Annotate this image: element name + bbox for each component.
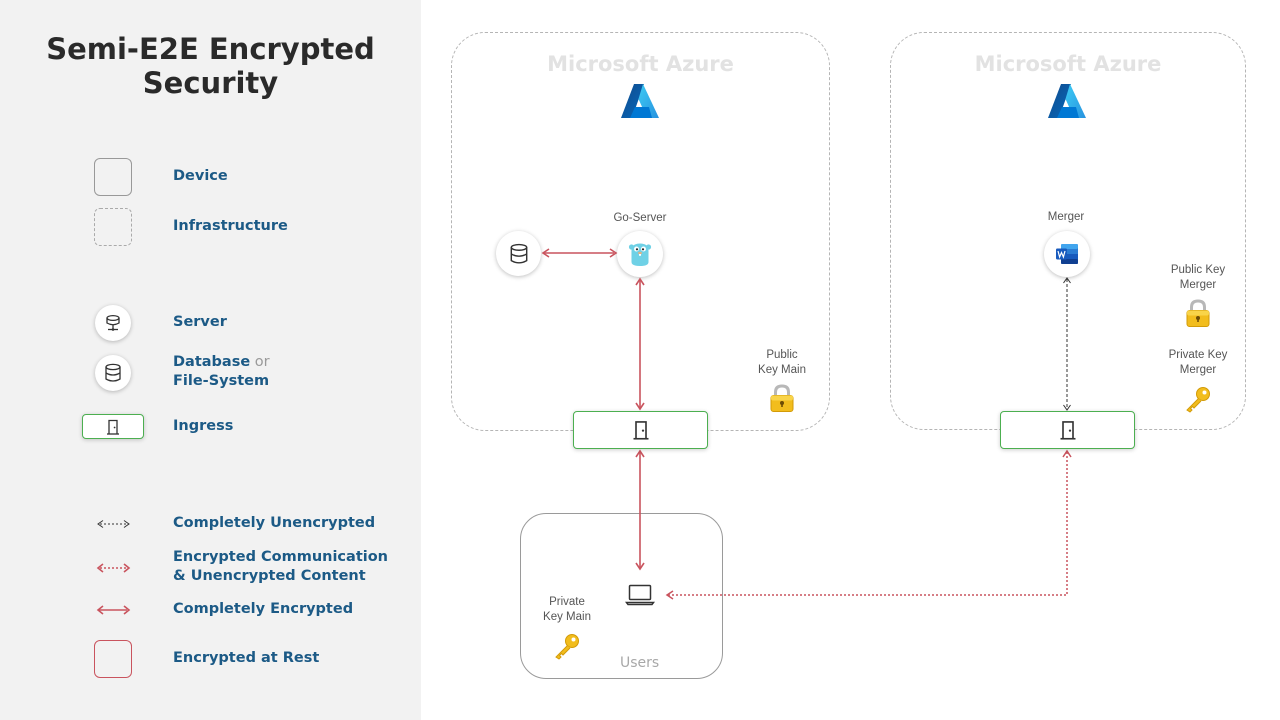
public-key-merger-label: Public Key Merger bbox=[1170, 264, 1226, 291]
public-key-main-label: Public Key Main bbox=[758, 349, 806, 376]
device-swatch bbox=[94, 158, 132, 196]
legend-arrows bbox=[96, 520, 131, 615]
legend-unencrypted-label: Completely Unencrypted bbox=[173, 515, 376, 531]
database-icon bbox=[105, 363, 121, 382]
users-box bbox=[520, 513, 723, 679]
legend-encrypted-label: Completely Encrypted bbox=[173, 601, 354, 617]
key-icon bbox=[1186, 387, 1210, 413]
legend-ingress-label: Ingress bbox=[173, 418, 234, 434]
infrastructure-swatch bbox=[94, 208, 132, 246]
go-server-label: Go-Server bbox=[613, 212, 667, 224]
legend-encrypted-communication-label: Encrypted Communication & Unencrypted Co… bbox=[173, 549, 389, 584]
legend-panel: Semi-E2E Encrypted Security Device Infra… bbox=[0, 0, 421, 720]
door-icon bbox=[1060, 421, 1075, 440]
users-title: Users bbox=[620, 655, 660, 671]
door-icon bbox=[633, 421, 648, 440]
encrypted-at-rest-swatch bbox=[94, 640, 132, 678]
unencrypted-arrow bbox=[97, 520, 130, 528]
door-icon bbox=[107, 419, 119, 435]
ingress-right[interactable] bbox=[1000, 411, 1135, 449]
lock-icon bbox=[770, 384, 794, 412]
go-server-node[interactable] bbox=[617, 231, 663, 277]
db-go-server-arrow bbox=[541, 248, 618, 258]
lock-icon bbox=[1186, 299, 1210, 327]
key-icon bbox=[555, 634, 579, 660]
database-node[interactable] bbox=[496, 231, 541, 276]
server-swatch bbox=[95, 305, 131, 341]
private-key-main-label: Private Key Main bbox=[543, 596, 591, 623]
page-title: Semi-E2E Encrypted Security bbox=[46, 32, 375, 100]
merger-label: Merger bbox=[1047, 211, 1085, 223]
database-swatch bbox=[95, 355, 131, 391]
word-icon bbox=[1056, 244, 1078, 264]
laptop-ingress-right-arrow bbox=[665, 449, 1072, 600]
gopher-icon bbox=[628, 243, 652, 266]
laptop-icon[interactable] bbox=[625, 583, 655, 607]
go-server-ingress-arrow bbox=[635, 277, 645, 411]
legend-database-label: Database or File-System bbox=[173, 354, 270, 389]
legend-device-label: Device bbox=[173, 168, 228, 184]
ingress-left[interactable] bbox=[573, 411, 708, 449]
legend-encrypted-at-rest-label: Encrypted at Rest bbox=[173, 650, 320, 666]
legend-server-label: Server bbox=[173, 314, 227, 330]
azure-left-title: Microsoft Azure bbox=[547, 52, 734, 76]
encrypted-arrow bbox=[96, 605, 131, 615]
azure-right-title: Microsoft Azure bbox=[974, 52, 1162, 76]
merger-ingress-arrow bbox=[1063, 277, 1071, 411]
merger-node[interactable] bbox=[1044, 231, 1090, 277]
legend-infrastructure-label: Infrastructure bbox=[173, 218, 288, 234]
private-key-merger-label: Private Key Merger bbox=[1168, 349, 1228, 376]
encrypted-communication-arrow bbox=[96, 563, 131, 573]
database-icon bbox=[510, 243, 527, 264]
server-icon bbox=[106, 314, 120, 331]
ingress-laptop-arrow bbox=[635, 449, 645, 571]
azure-logo-icon bbox=[621, 84, 659, 118]
ingress-swatch bbox=[82, 414, 144, 439]
azure-logo-icon bbox=[1048, 84, 1086, 118]
